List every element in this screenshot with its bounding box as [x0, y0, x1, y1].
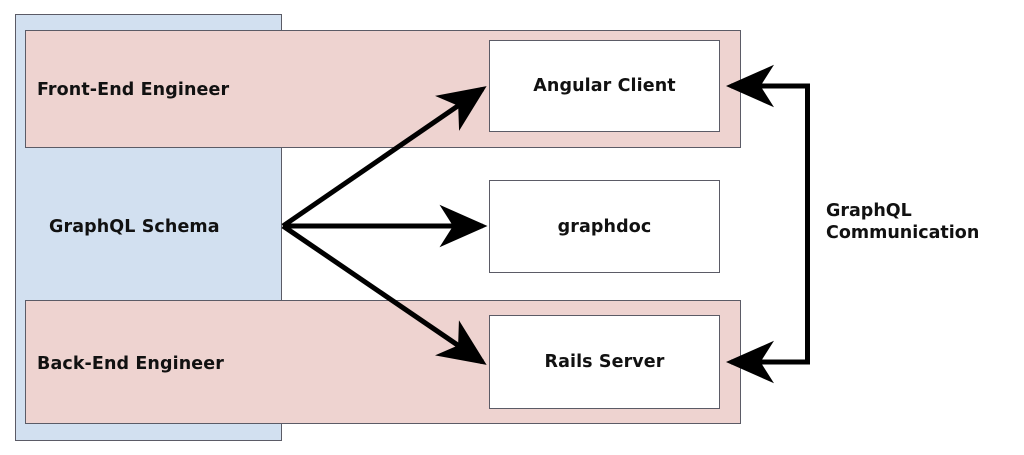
- swimlane-label-front-end-engineer: Front-End Engineer: [37, 80, 230, 100]
- edge-label-graphql-communication: GraphQL Communication: [826, 201, 980, 243]
- swimlane-label-back-end-engineer: Back-End Engineer: [37, 354, 224, 374]
- node-rails-server[interactable]: Rails Server: [489, 315, 720, 409]
- node-angular-client[interactable]: Angular Client: [489, 40, 720, 132]
- swimlane-label-graphql-schema: GraphQL Schema: [49, 217, 220, 237]
- node-graphdoc[interactable]: graphdoc: [489, 180, 720, 273]
